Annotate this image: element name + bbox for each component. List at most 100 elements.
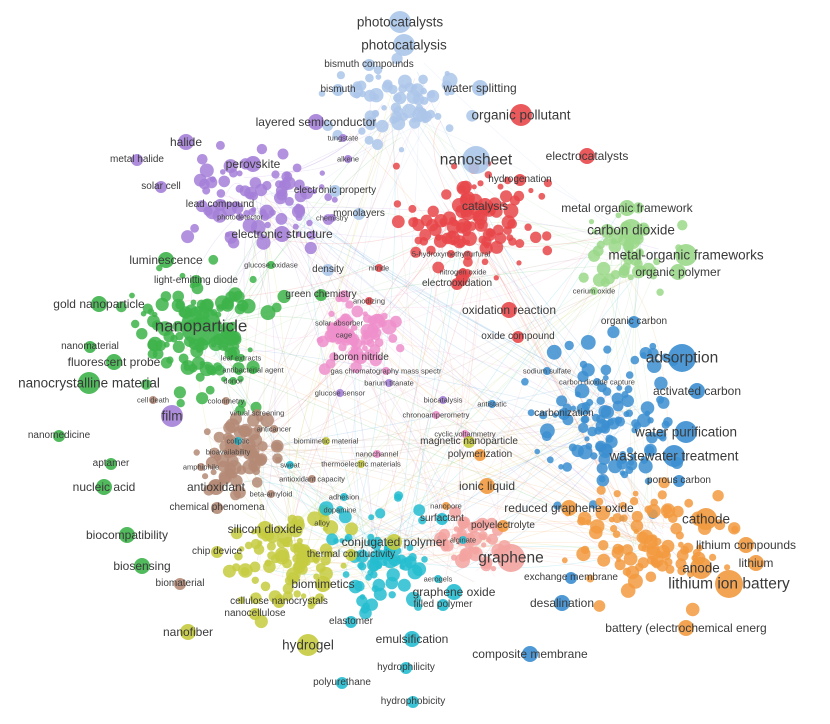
network-node[interactable] (260, 413, 274, 428)
network-node[interactable] (172, 320, 184, 332)
keyword-label[interactable]: nanochannel (355, 449, 399, 459)
keyword-node[interactable] (345, 549, 357, 561)
keyword-node[interactable] (336, 506, 344, 514)
keyword-label[interactable]: alloy (314, 518, 330, 528)
keyword-node[interactable] (328, 214, 336, 222)
network-node[interactable] (664, 558, 673, 567)
network-node[interactable] (374, 338, 384, 348)
network-node[interactable] (292, 163, 302, 173)
network-node[interactable] (371, 109, 380, 118)
network-node[interactable] (625, 466, 634, 474)
network-node[interactable] (637, 413, 651, 428)
keyword-label[interactable]: nanosheet (439, 151, 513, 169)
network-node[interactable] (445, 124, 454, 132)
network-node[interactable] (646, 432, 658, 444)
keyword-label[interactable]: 5-hydroxymethylfurfural (411, 249, 491, 259)
keyword-node[interactable] (322, 437, 330, 445)
network-node[interactable] (249, 275, 257, 284)
keyword-node[interactable] (434, 575, 442, 583)
network-node[interactable] (232, 362, 245, 375)
keyword-label[interactable]: green chemistry (285, 289, 357, 300)
keyword-node[interactable] (211, 546, 223, 558)
network-node[interactable] (543, 179, 553, 188)
keyword-node[interactable] (678, 620, 694, 636)
network-node[interactable] (319, 170, 325, 176)
network-node[interactable] (610, 525, 618, 533)
keyword-label[interactable]: lithium (738, 556, 774, 570)
keyword-label[interactable]: polyurethane (313, 677, 371, 688)
network-node[interactable] (466, 110, 478, 122)
network-node[interactable] (202, 186, 211, 195)
keyword-node[interactable] (474, 449, 486, 461)
network-node[interactable] (140, 379, 152, 390)
keyword-node[interactable] (389, 11, 411, 33)
network-node[interactable] (558, 464, 564, 470)
keyword-node[interactable] (253, 409, 261, 417)
keyword-label[interactable]: cerium oxide (572, 286, 616, 296)
network-node[interactable] (398, 147, 405, 153)
network-node[interactable] (456, 205, 463, 212)
network-node[interactable] (345, 522, 358, 536)
network-node[interactable] (427, 205, 439, 217)
keyword-node[interactable] (565, 572, 577, 584)
network-node[interactable] (294, 179, 305, 191)
network-node[interactable] (624, 385, 633, 394)
keyword-label[interactable]: hydrogel (282, 637, 334, 653)
network-node[interactable] (333, 538, 339, 544)
network-node[interactable] (665, 564, 675, 574)
network-node[interactable] (243, 210, 251, 217)
network-node[interactable] (657, 490, 667, 500)
keyword-node[interactable] (229, 377, 237, 385)
network-node[interactable] (307, 602, 315, 610)
network-node[interactable] (598, 453, 611, 465)
network-node[interactable] (156, 264, 163, 272)
network-node[interactable] (621, 391, 629, 398)
network-node[interactable] (233, 486, 246, 499)
network-node[interactable] (222, 564, 236, 578)
network-node[interactable] (287, 514, 297, 524)
network-node[interactable] (657, 396, 670, 409)
keyword-label[interactable]: composite membrane (472, 647, 588, 661)
network-node[interactable] (216, 189, 226, 198)
network-node[interactable] (709, 553, 717, 562)
network-node[interactable] (542, 231, 552, 241)
network-node[interactable] (338, 343, 347, 352)
network-node[interactable] (635, 265, 647, 277)
network-node[interactable] (225, 231, 231, 238)
network-node[interactable] (203, 428, 211, 436)
network-node[interactable] (587, 426, 598, 437)
network-node[interactable] (358, 127, 366, 135)
network-node[interactable] (631, 510, 643, 523)
keyword-node[interactable] (131, 154, 143, 166)
keyword-label[interactable]: leaf extracts (220, 353, 262, 363)
keyword-label[interactable]: chronoamperometry (402, 410, 470, 420)
network-node[interactable] (478, 235, 487, 244)
network-node[interactable] (479, 241, 493, 255)
keyword-node[interactable] (689, 383, 705, 399)
network-node[interactable] (579, 360, 588, 369)
network-node[interactable] (251, 207, 257, 213)
network-node[interactable] (629, 497, 639, 506)
keyword-label[interactable]: nanomaterial (61, 341, 119, 352)
network-node[interactable] (449, 506, 462, 519)
network-node[interactable] (435, 234, 442, 241)
network-node[interactable] (376, 119, 389, 133)
keyword-node[interactable] (286, 461, 294, 469)
keyword-label[interactable]: nitride (368, 263, 390, 273)
keyword-label[interactable]: gold nanoparticle (53, 297, 145, 311)
network-node[interactable] (193, 173, 207, 187)
network-node[interactable] (175, 300, 185, 310)
network-node[interactable] (371, 541, 382, 551)
network-node[interactable] (426, 89, 440, 103)
network-node[interactable] (578, 272, 589, 283)
keyword-label[interactable]: oxidation reaction (461, 303, 557, 317)
keyword-label[interactable]: cellulose nanocrystals (230, 596, 328, 607)
keyword-node[interactable] (308, 475, 316, 483)
keyword-label[interactable]: film (161, 408, 183, 424)
network-node[interactable] (589, 500, 598, 509)
network-node[interactable] (238, 563, 253, 578)
keyword-label[interactable]: nanocellulose (224, 608, 286, 619)
network-node[interactable] (592, 229, 598, 235)
network-node[interactable] (593, 600, 606, 612)
